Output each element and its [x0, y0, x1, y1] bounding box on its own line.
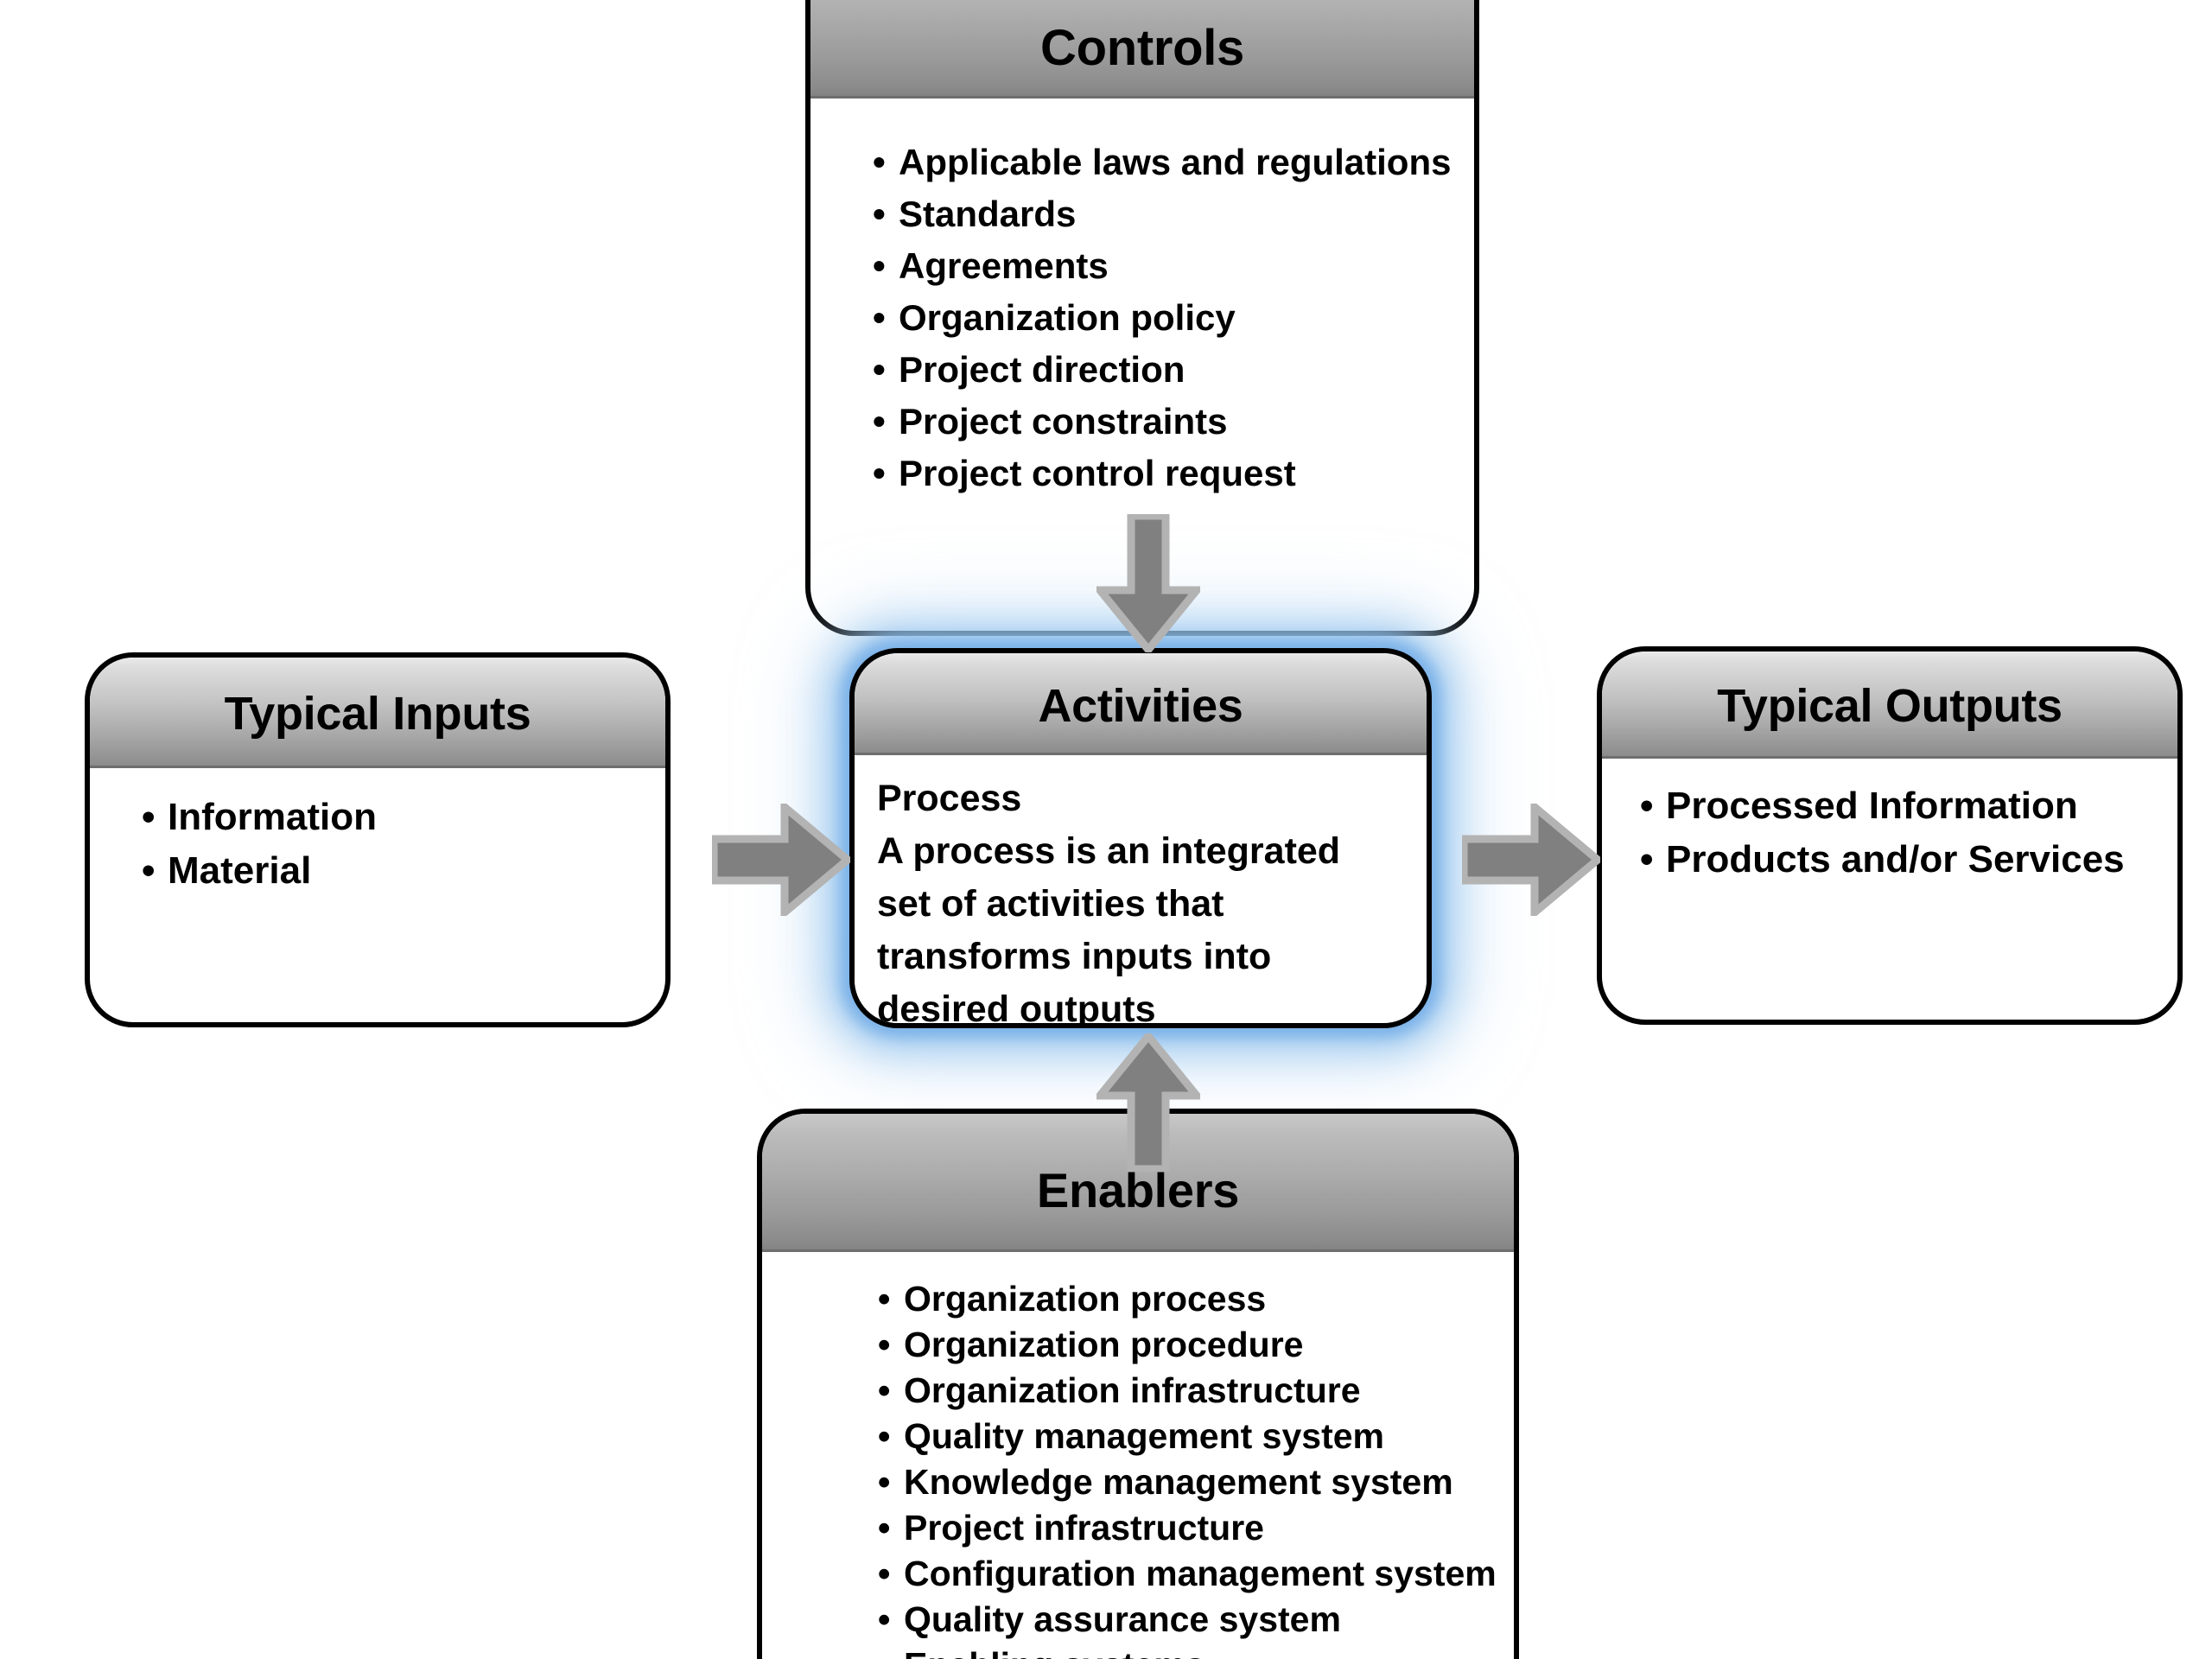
typical-inputs-header: Typical Inputs — [90, 658, 665, 768]
typical-outputs-title: Typical Outputs — [1717, 680, 2063, 732]
enablers-body: Organization process Organization proced… — [762, 1252, 1514, 1659]
list-item: Project constraints — [873, 396, 1474, 448]
list-item: Knowledge management system — [878, 1459, 1514, 1505]
right-arrow-icon — [712, 804, 850, 916]
list-item: Organization process — [878, 1276, 1514, 1322]
typical-outputs-body: Processed Information Products and/or Se… — [1602, 759, 2177, 887]
typical-inputs-title: Typical Inputs — [224, 688, 531, 740]
enablers-list: Organization process Organization proced… — [878, 1276, 1514, 1659]
typical-inputs-box[interactable]: Typical Inputs Information Material — [85, 652, 671, 1027]
down-arrow-icon — [1096, 514, 1200, 652]
typical-outputs-box[interactable]: Typical Outputs Processed Information Pr… — [1597, 646, 2183, 1025]
controls-list: Applicable laws and regulations Standard… — [873, 137, 1474, 499]
list-item: Quality management system — [878, 1414, 1514, 1459]
list-item: Organization policy — [873, 292, 1474, 344]
activities-body: Process A process is an integrated set o… — [855, 755, 1427, 1028]
enablers-title: Enablers — [1036, 1163, 1240, 1217]
list-item: Information — [142, 791, 665, 844]
activities-title: Activities — [1038, 680, 1243, 732]
typical-outputs-header: Typical Outputs — [1602, 652, 2177, 759]
activities-line-2: A process is an integrated set of activi… — [877, 830, 1341, 1028]
enablers-box[interactable]: Enablers Organization process Organizati… — [757, 1109, 1519, 1659]
list-item: Project control request — [873, 448, 1474, 499]
list-item: Standards — [873, 188, 1474, 240]
list-item: Applicable laws and regulations — [873, 137, 1474, 188]
list-item: Project direction — [873, 344, 1474, 396]
list-item: Quality assurance system — [878, 1597, 1514, 1643]
list-item: Agreements — [873, 240, 1474, 292]
controls-title: Controls — [1039, 20, 1245, 76]
activities-line-1: Process — [877, 778, 1022, 819]
activities-box[interactable]: Activities Process A process is an integ… — [849, 648, 1432, 1028]
controls-box[interactable]: Controls Applicable laws and regulations… — [805, 0, 1479, 636]
typical-inputs-body: Information Material — [90, 768, 665, 898]
typical-inputs-list: Information Material — [142, 791, 665, 898]
list-item: Organization infrastructure — [878, 1368, 1514, 1414]
right-arrow-icon — [1462, 804, 1600, 916]
controls-header: Controls — [810, 0, 1474, 99]
list-item: Products and/or Services — [1640, 833, 2177, 887]
list-item: Project infrastructure — [878, 1505, 1514, 1551]
list-item: Processed Information — [1640, 779, 2177, 833]
activities-header: Activities — [855, 653, 1427, 755]
controls-body: Applicable laws and regulations Standard… — [810, 99, 1474, 499]
list-item: Organization procedure — [878, 1322, 1514, 1368]
typical-outputs-list: Processed Information Products and/or Se… — [1640, 779, 2177, 887]
list-item: Configuration management system — [878, 1551, 1514, 1597]
up-arrow-icon — [1096, 1033, 1200, 1172]
list-item: Material — [142, 844, 665, 898]
list-item: Enabling systems — [878, 1643, 1514, 1659]
